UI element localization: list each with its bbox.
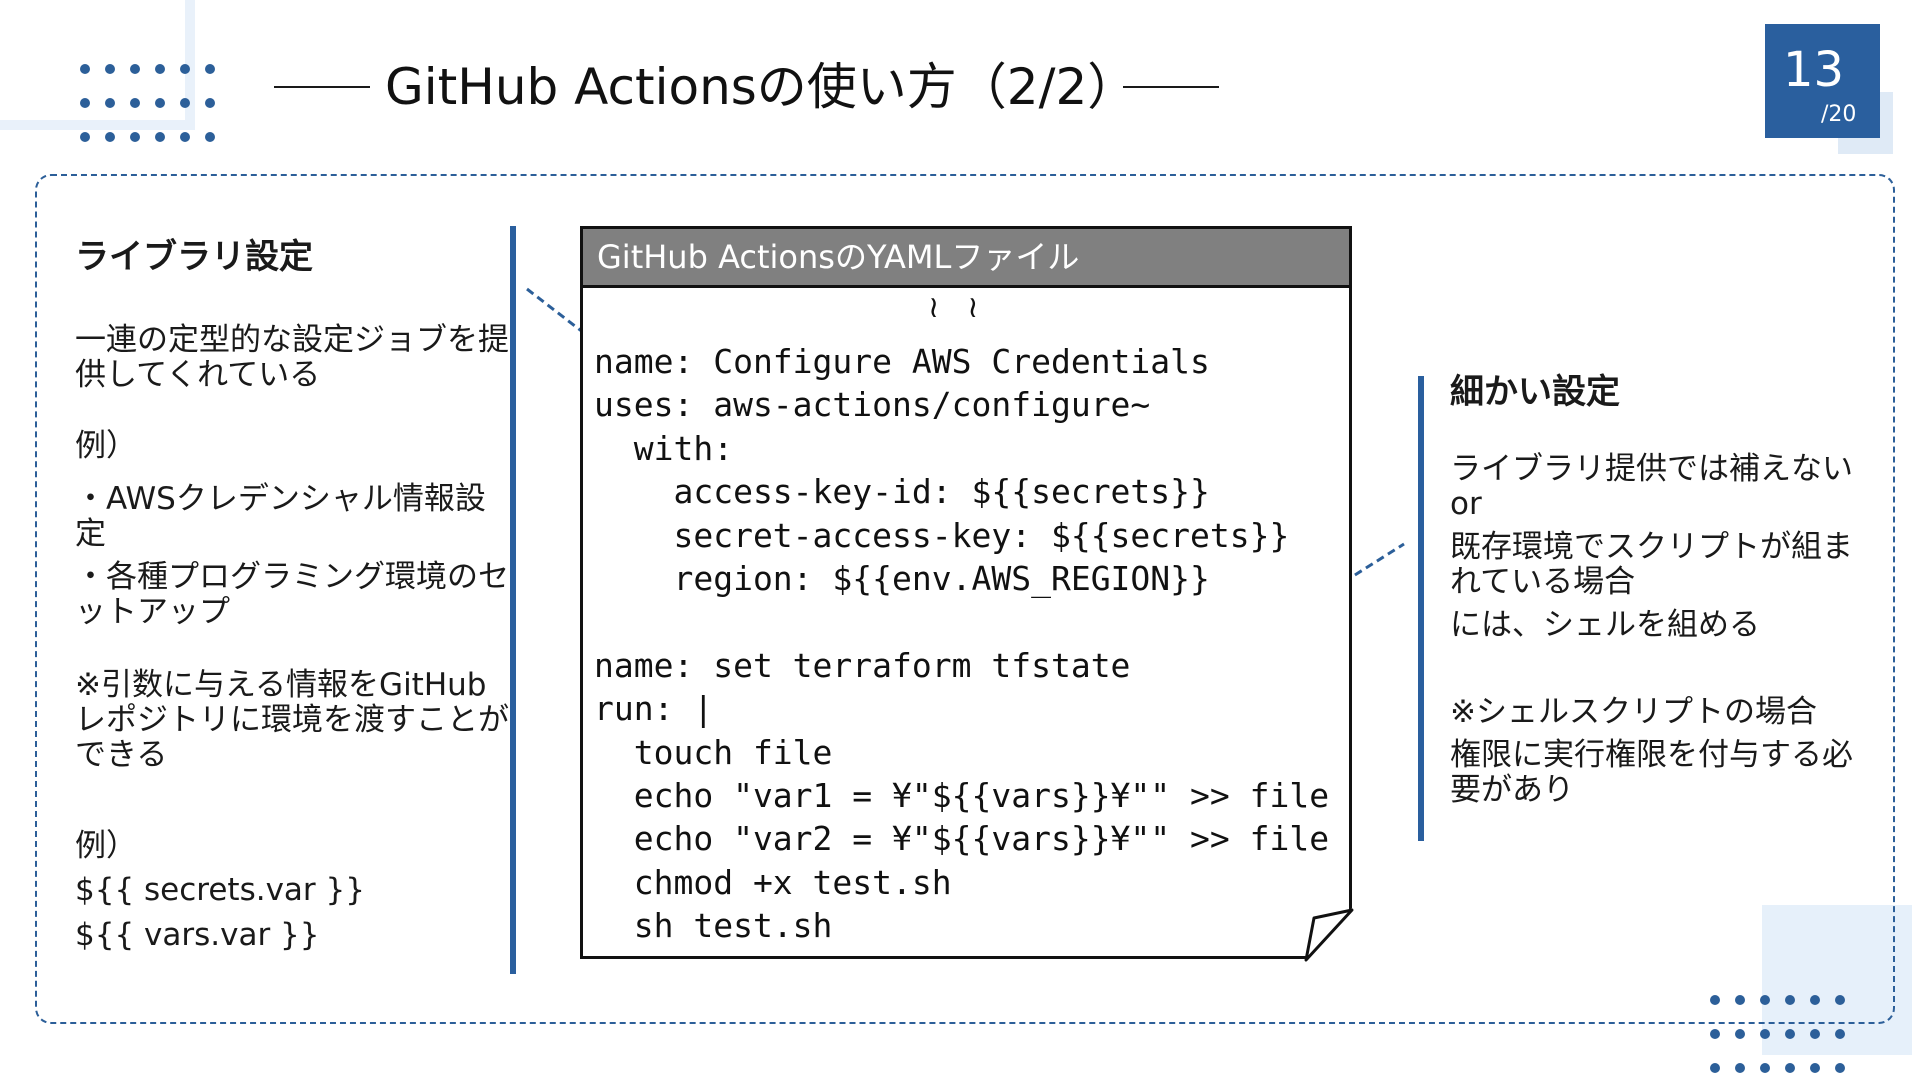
code-line: run: |	[594, 689, 714, 729]
shell-script-note: ※シェルスクリプトの場合	[1450, 694, 1817, 730]
connector-line-left	[526, 287, 598, 345]
page-number-badge: 13 /20	[1765, 24, 1880, 138]
omission-mark: ≀≀	[928, 290, 1007, 325]
detailed-settings-line-1: ライブラリ提供では補えない	[1450, 451, 1853, 487]
detailed-settings-heading: 細かい設定	[1450, 372, 1620, 412]
code-line: name: Configure AWS Credentials	[594, 342, 1210, 381]
page-title: GitHub Actionsの使い方（2/2）	[385, 58, 1138, 116]
example-secrets-var: ${{ secrets.var }}	[75, 872, 365, 908]
code-line: access-key-id: ${{secrets}}	[594, 472, 1210, 512]
code-line: with:	[594, 428, 734, 468]
detailed-settings-line-4: には、シェルを組める	[1450, 607, 1760, 643]
code-line: echo "var2 = ¥"${{vars}}¥"" >> file	[594, 819, 1330, 859]
code-line: name: set terraform tfstate	[594, 645, 1131, 685]
code-line: uses: aws-actions/configure~	[594, 385, 1151, 425]
code-line: chmod +x test.sh	[594, 862, 952, 902]
library-settings-section: ライブラリ設定 一連の定型的な設定ジョブを提供してくれている 例） ・AWSクレ…	[75, 240, 515, 953]
code-line: sh test.sh	[594, 906, 833, 946]
detailed-settings-line-2: or	[1450, 486, 1482, 522]
code-line	[594, 600, 1329, 643]
detailed-settings-section: 細かい設定 ライブラリ提供では補えない or 既存環境でスクリプトが組まれている…	[1450, 375, 1880, 808]
page-total: /20	[1821, 102, 1857, 127]
shell-script-note-detail: 権限に実行権限を付与する必要があり	[1450, 737, 1853, 808]
page-number: 13	[1783, 42, 1845, 98]
example-label: 例）	[75, 428, 137, 464]
page-curl-corner	[1300, 908, 1354, 964]
secrets-note: ※引数に与える情報をGitHubレポジトリに環境を渡すことができる	[75, 667, 509, 773]
decorative-dot-grid-top	[80, 64, 215, 142]
bullet-aws-credentials: ・AWSクレデンシャル情報設定	[75, 481, 486, 552]
title-rule-left	[274, 86, 370, 88]
yaml-code-block: name: Configure AWS Credentials uses: aws…	[594, 340, 1329, 948]
example-label: 例）	[75, 828, 137, 864]
yaml-code-panel	[580, 226, 1352, 959]
content-frame	[35, 174, 1895, 1024]
decorative-dot-grid-bottom	[1710, 995, 1845, 1073]
code-line: region: ${{env.AWS_REGION}}	[594, 559, 1210, 599]
example-vars-var: ${{ vars.var }}	[75, 917, 320, 953]
right-divider-bar	[1418, 376, 1424, 841]
code-line: touch file	[594, 732, 833, 772]
bullet-environment-setup: ・各種プログラミング環境のセットアップ	[75, 559, 509, 630]
library-settings-heading: ライブラリ設定	[75, 237, 313, 277]
title-rule-right	[1123, 86, 1219, 88]
code-line: secret-access-key: ${{secrets}}	[594, 515, 1290, 555]
library-settings-intro: 一連の定型的な設定ジョブを提供してくれている	[75, 322, 509, 393]
yaml-panel-title: GitHub ActionsのYAMLファイル	[580, 226, 1352, 288]
left-divider-bar	[510, 226, 516, 974]
code-line: echo "var1 = ¥"${{vars}}¥"" >> file	[594, 776, 1330, 816]
detailed-settings-line-3: 既存環境でスクリプトが組まれている場合	[1450, 529, 1853, 600]
decorative-frame-top-left	[0, 0, 195, 130]
